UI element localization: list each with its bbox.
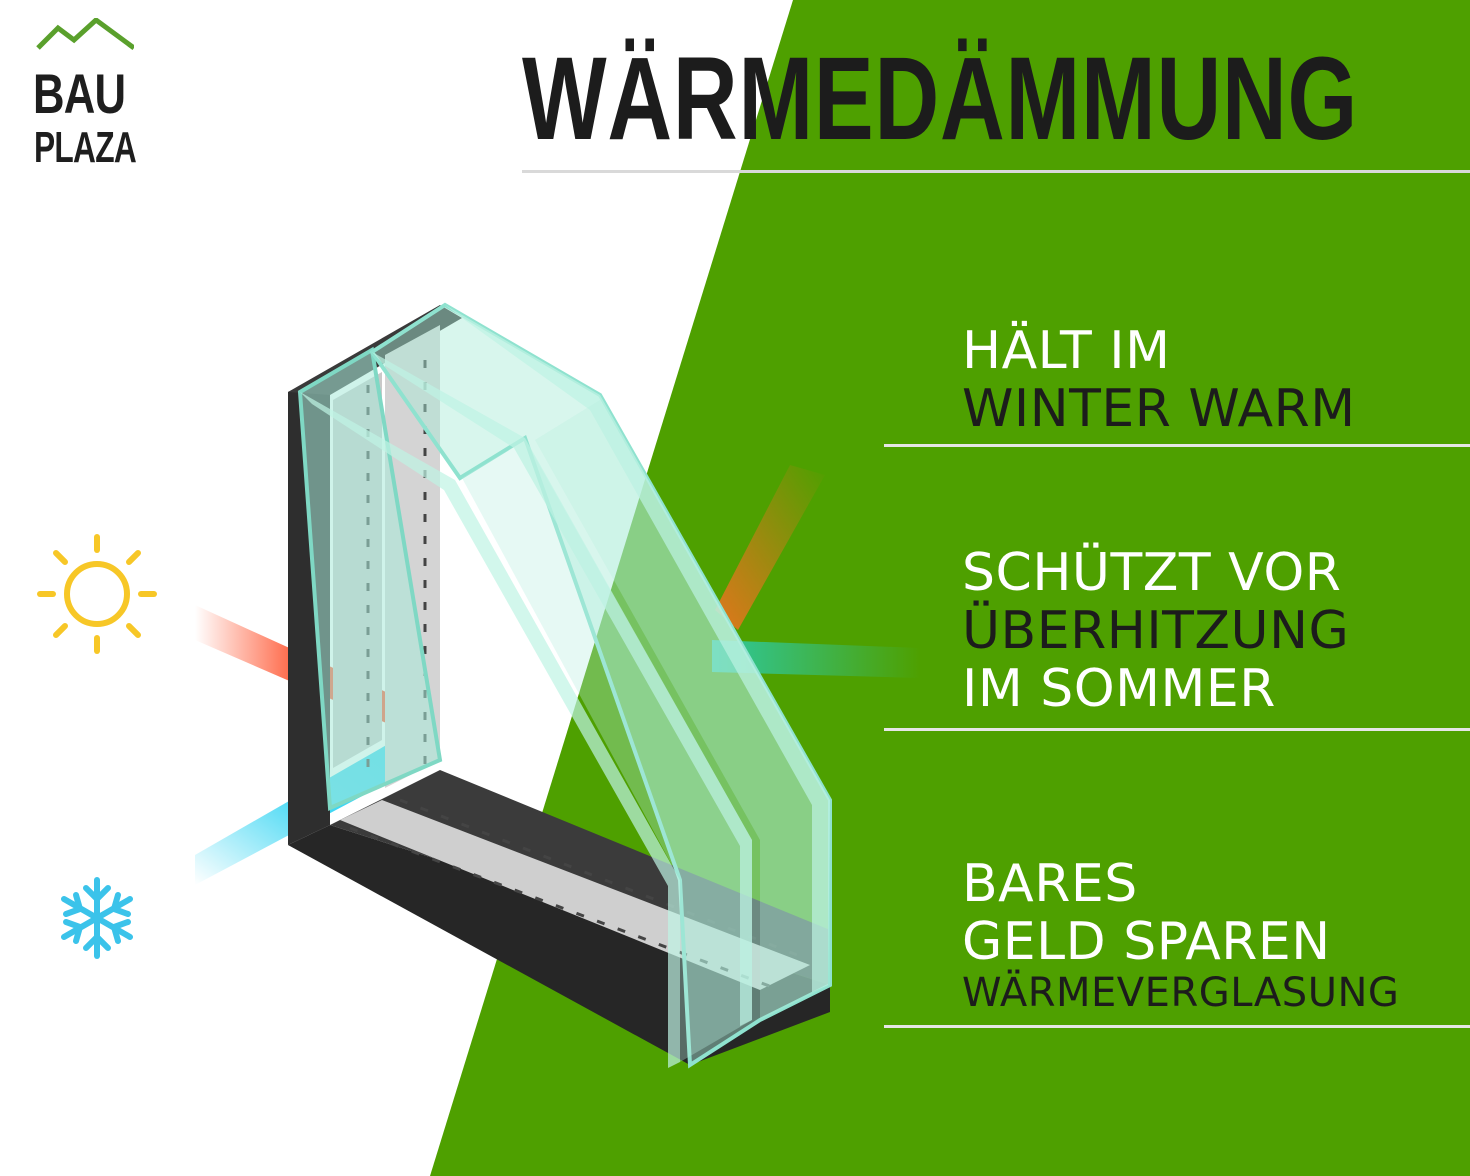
feature-summer-line3: IM SOMMER <box>962 659 1276 719</box>
feature-winter-line2: WINTER WARM <box>962 379 1356 439</box>
feature-divider-3 <box>884 1025 1470 1028</box>
snowflake-icon <box>61 877 133 959</box>
feature-summer-line1: SCHÜTZT VOR <box>962 543 1342 603</box>
sun-icon <box>37 534 157 654</box>
feature-summer-protection: SCHÜTZT VOR ÜBERHITZUNG IM SOMMER <box>962 544 1349 718</box>
page-title: WÄRMEDÄMMUNG <box>522 33 1359 165</box>
feature-divider-2 <box>884 728 1470 731</box>
bauplaza-logo: BAU PLAZA <box>30 18 140 172</box>
feature-money-line2: GELD SPAREN <box>962 912 1331 972</box>
feature-save-money: BARES GELD SPAREN WÄRMEVERGLASUNG <box>962 855 1399 1015</box>
feature-summer-line2: ÜBERHITZUNG <box>962 601 1350 661</box>
roof-icon <box>36 18 134 51</box>
feature-winter-line1: HÄLT IM <box>962 321 1171 381</box>
feature-money-subtitle: WÄRMEVERGLASUNG <box>962 970 1400 1016</box>
feature-divider-1 <box>884 444 1470 447</box>
feature-money-line1: BARES <box>962 854 1138 914</box>
title-divider <box>522 170 1470 173</box>
logo-text-bau: BAU <box>33 62 126 125</box>
logo-text-plaza: PLAZA <box>34 123 137 172</box>
feature-winter-warm: HÄLT IM WINTER WARM <box>962 322 1356 438</box>
